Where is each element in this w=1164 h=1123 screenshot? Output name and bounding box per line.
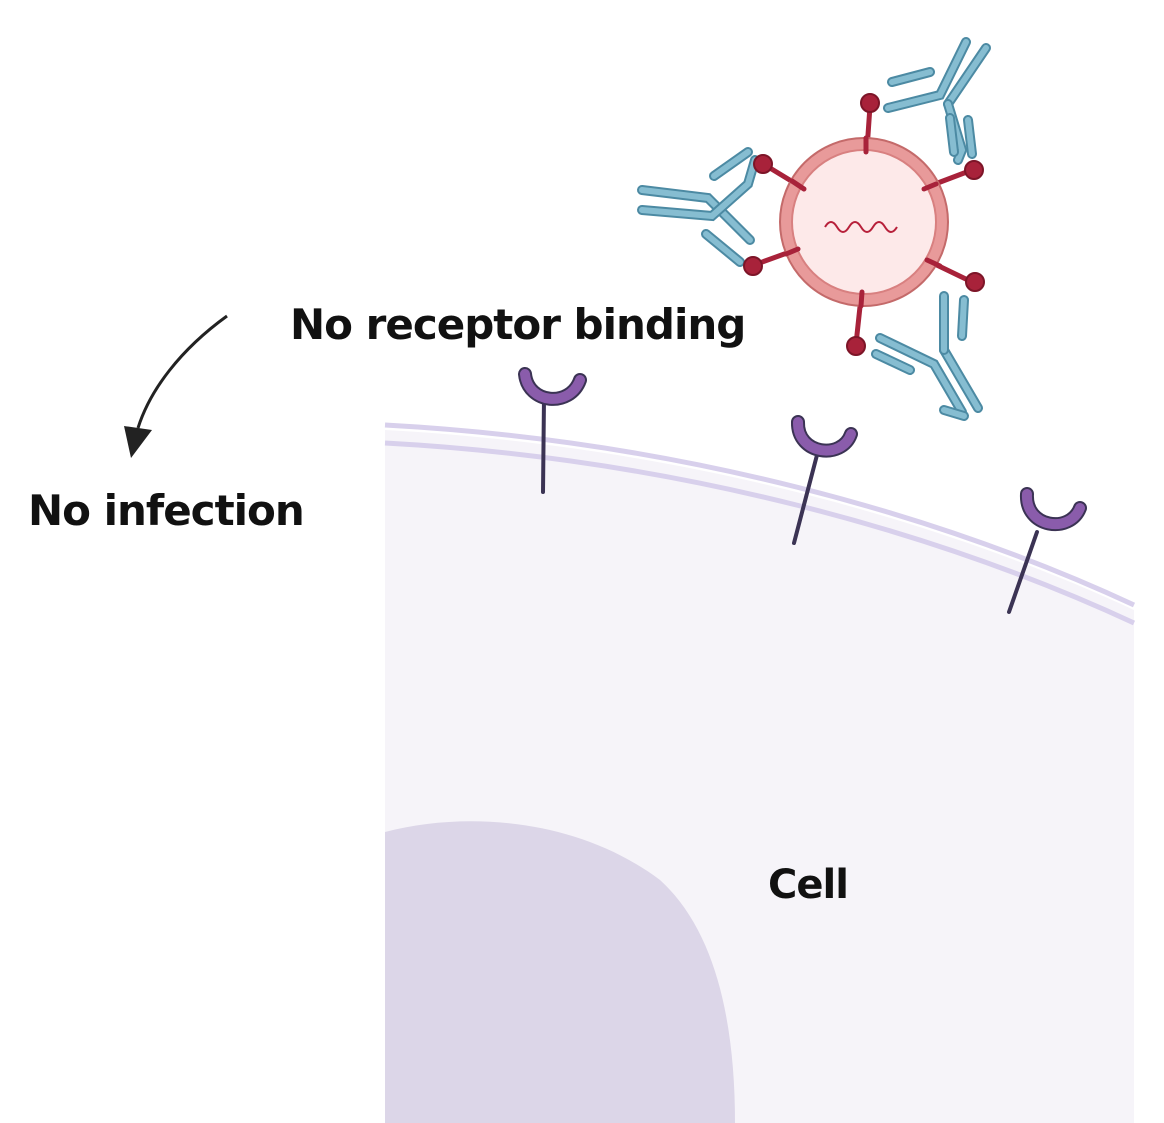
antibody-light-chain <box>703 231 743 265</box>
spike-bases <box>783 135 943 309</box>
antibody-heavy-chain-2 <box>945 45 989 107</box>
antibody-light-chain <box>889 69 933 85</box>
antibody-light-chain-3 <box>965 117 975 157</box>
spike-tip <box>846 336 866 356</box>
receptor-2 <box>791 415 858 545</box>
antibody-light-chain-2 <box>947 115 957 155</box>
antibody-top-right <box>883 37 991 165</box>
spike-base <box>783 246 801 257</box>
receptor-stalk <box>792 453 819 545</box>
receptor-head-fill <box>1022 489 1085 529</box>
spike-tip <box>743 256 763 276</box>
antibody-light-chain-2 <box>711 149 751 179</box>
receptor-stalk <box>541 396 546 494</box>
spike-base <box>789 178 807 192</box>
antibody-heavy-chain <box>639 187 753 243</box>
arrow-no-infection <box>124 314 228 458</box>
spike-tips <box>743 93 985 356</box>
spike-base <box>858 289 865 309</box>
antibody-light-chain <box>873 351 913 373</box>
spike-tip <box>965 272 985 292</box>
cell <box>384 422 1136 1123</box>
receptor-1 <box>518 367 587 494</box>
receptor-head-fill <box>520 369 585 404</box>
virus-envelope-inner <box>791 149 937 295</box>
antibody-heavy-chain-2 <box>639 157 758 220</box>
receptor-3 <box>1007 487 1087 614</box>
arrow-head <box>124 426 152 458</box>
antibody-left <box>637 147 760 267</box>
cell-membrane-inner <box>384 440 1136 626</box>
label-no-infection: No infection <box>28 486 305 535</box>
antibody-heavy-chain <box>885 39 969 111</box>
receptor-head-fill <box>792 417 856 456</box>
label-no-receptor-binding: No receptor binding <box>290 300 746 349</box>
antibody-bottom-right <box>871 291 983 421</box>
antibody-heavy-chain-2 <box>941 347 981 411</box>
spike-base <box>924 257 943 269</box>
antibody-heavy-chain <box>877 335 965 415</box>
spike-tip <box>860 93 880 113</box>
label-cell: Cell <box>768 862 849 908</box>
antibody-light-chain-2 <box>959 297 967 339</box>
virus <box>743 93 985 356</box>
antibody-light-chain-3 <box>941 407 967 419</box>
nucleus <box>385 821 735 1123</box>
viral-genome <box>824 221 898 233</box>
spike-base <box>921 181 939 192</box>
spike-tip <box>964 160 984 180</box>
antibodies <box>637 37 991 421</box>
spike-tip <box>753 154 773 174</box>
arrow-curve <box>136 314 228 429</box>
cell-membrane-outer <box>384 422 1136 608</box>
receptor-stalk <box>1007 530 1039 614</box>
antibody-heavy-chain <box>875 333 967 417</box>
